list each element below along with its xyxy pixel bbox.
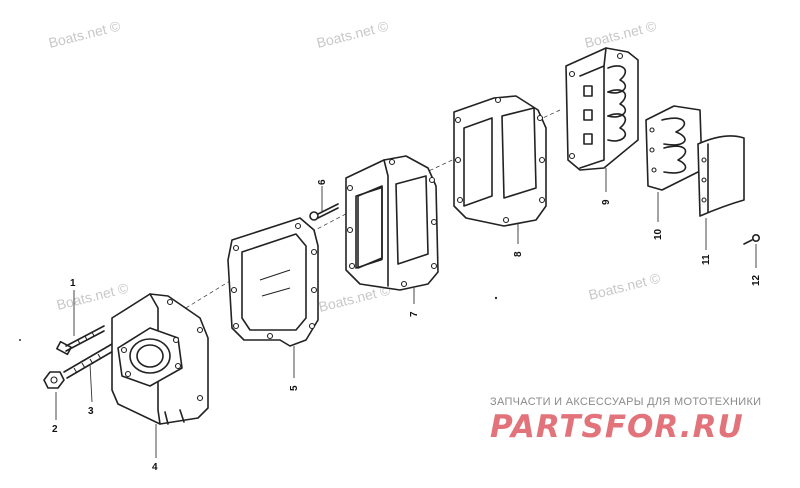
- part-label-11: 11: [701, 254, 712, 265]
- stray-mark: [19, 339, 21, 341]
- brand-logo-text: PARTSFOR.RU: [490, 409, 744, 445]
- watermark: Boats.net ©: [315, 17, 391, 50]
- part-3-stud: [63, 343, 116, 379]
- watermark: Boats.net ©: [47, 17, 123, 50]
- part-label-4: 4: [152, 462, 158, 473]
- part-label-12: 12: [751, 274, 762, 286]
- part-5-gasket: [227, 217, 319, 347]
- leader-lines: [55, 168, 757, 458]
- part-1-bolt: [56, 325, 105, 356]
- part-4-adaptor-housing: [111, 293, 209, 425]
- part-label-5: 5: [289, 385, 300, 391]
- part-label-10: 10: [653, 228, 664, 240]
- watermark: Boats.net ©: [587, 269, 663, 302]
- part-label-7: 7: [409, 311, 420, 317]
- part-6-screw: [309, 203, 339, 221]
- part-10-reed-petals: [645, 105, 703, 191]
- part-label-1: 1: [70, 278, 76, 289]
- part-11-reed-stop: [697, 135, 745, 217]
- part-2-nut: [43, 371, 65, 389]
- part-label-8: 8: [513, 251, 524, 257]
- part-9-reed-block: [565, 47, 639, 171]
- part-label-3: 3: [88, 406, 94, 417]
- part-12-screw: [743, 234, 760, 245]
- watermark: Boats.net ©: [583, 17, 659, 50]
- stray-mark: [494, 296, 498, 300]
- watermark: Boats.net ©: [55, 279, 131, 312]
- part-8-gasket: [453, 95, 547, 227]
- part-label-6: 6: [317, 179, 328, 185]
- part-7-reed-plate: [345, 155, 439, 291]
- part-label-9: 9: [601, 199, 612, 205]
- part-label-2: 2: [52, 424, 58, 435]
- brand-tagline: ЗАПЧАСТИ И АКСЕССУАРЫ ДЛЯ МОТОТЕХНИКИ: [490, 396, 762, 408]
